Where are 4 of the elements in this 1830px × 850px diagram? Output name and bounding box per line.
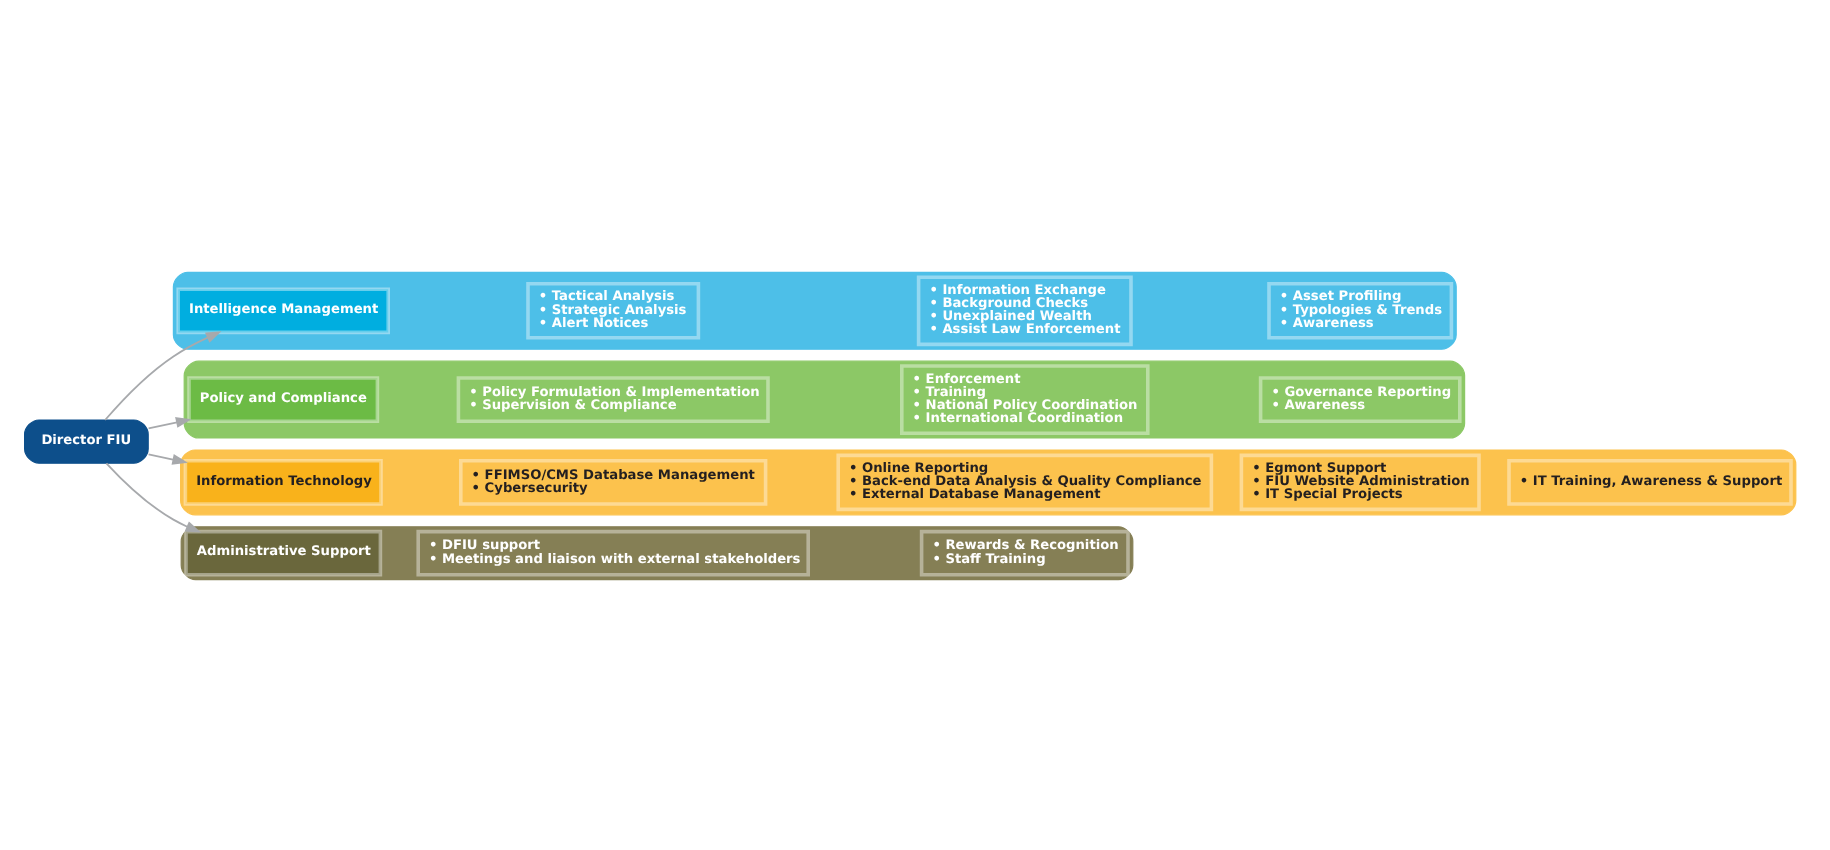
- arrow: [147, 452, 188, 464]
- arrow: [105, 461, 202, 532]
- arrow: [104, 330, 222, 420]
- arrow: [147, 416, 192, 429]
